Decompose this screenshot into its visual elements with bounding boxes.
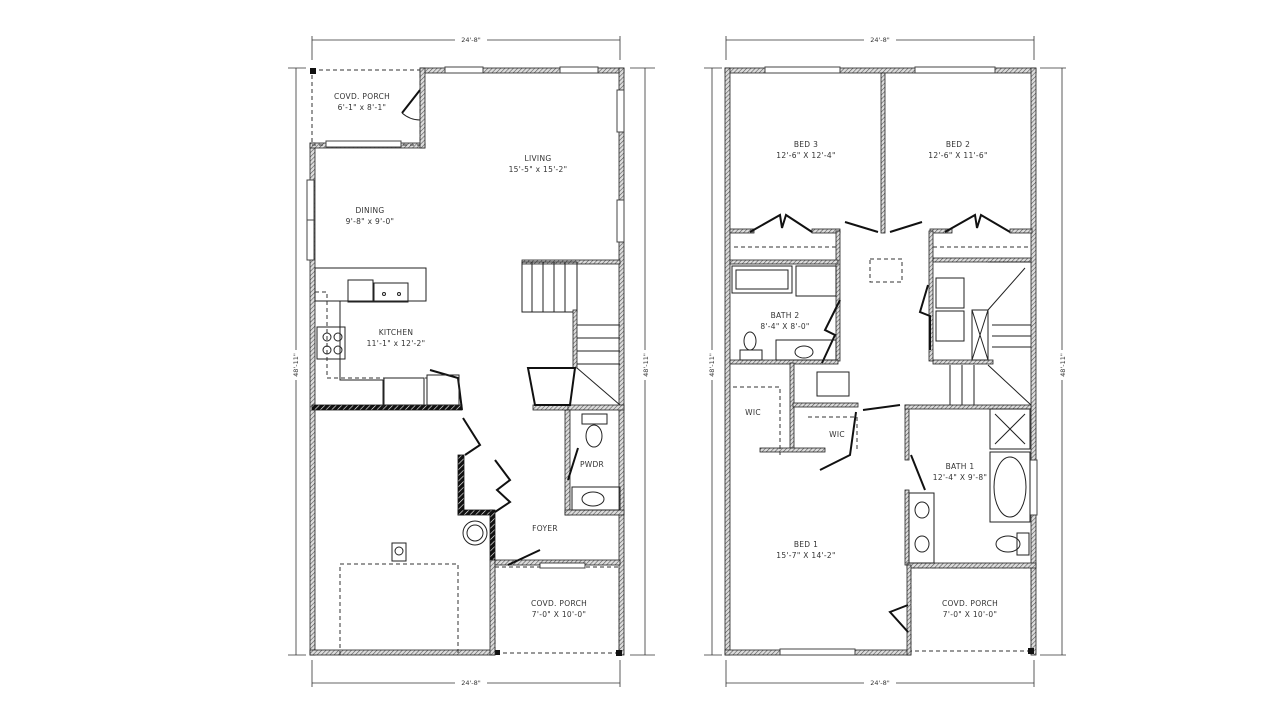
kitchen-name: KITCHEN (379, 328, 414, 337)
powder-fixtures (391, 413, 621, 562)
second-floor-doors (749, 213, 1011, 633)
wic2-name: WIC (829, 430, 845, 439)
first-floor-windows (306, 66, 625, 569)
porch-name: COVD. PORCH (942, 599, 998, 608)
first-floor-stairs (521, 259, 621, 406)
second-floor-width-top: 24'-8" (870, 36, 890, 44)
first-floor-width-top: 24'-8" (461, 36, 481, 44)
bath2-name: BATH 2 (771, 311, 800, 320)
first-floor-dimensions: 24'-8" 24'-8" 48'-11" 48'-11" (288, 36, 655, 687)
garage-door-outline (339, 563, 459, 655)
second-floor-dimensions: 24'-8" 24'-8" 48'-11" 48'-11" (704, 36, 1067, 687)
porch-front-name: COVD. PORCH (531, 599, 587, 608)
bath1-size: 12'-4" X 9'-8" (933, 473, 987, 482)
bed2-name: BED 2 (946, 140, 970, 149)
second-floor-labels: BED 3 12'-6" X 12'-4" BED 2 12'-6" X 11'… (745, 140, 998, 619)
wic1-name: WIC (745, 408, 761, 417)
first-floor-labels: COVD. PORCH 6'-1" x 8'-1" LIVING 15'-5" … (334, 92, 604, 619)
second-floor-depth-left: 48'-11" (708, 353, 716, 377)
kitchen-size: 11'-1" x 12'-2" (367, 339, 426, 348)
second-floor-width-bottom: 24'-8" (870, 679, 890, 687)
second-floor-walls (724, 67, 1037, 656)
second-floor-plan: 24'-8" 24'-8" 48'-11" 48'-11" (704, 36, 1067, 687)
bed2-size: 12'-6" X 11'-6" (928, 151, 987, 160)
bed1-name: BED 1 (794, 540, 818, 549)
bed3-size: 12'-6" X 12'-4" (776, 151, 835, 160)
first-floor-depth-right: 48'-11" (642, 353, 650, 377)
first-floor-walls (309, 67, 625, 656)
second-floor-windows (764, 66, 1038, 656)
powder-name: PWDR (580, 460, 604, 469)
bed3-name: BED 3 (794, 140, 818, 149)
porch-rear-size: 6'-1" x 8'-1" (338, 103, 387, 112)
first-floor-doors (401, 89, 579, 566)
first-floor-plan: 24'-8" 24'-8" 48'-11" 48'-11" (288, 36, 655, 687)
first-floor-depth-left: 48'-11" (292, 353, 300, 377)
porch-front-size: 7'-0" X 10'-0" (532, 610, 586, 619)
dining-size: 9'-8" x 9'-0" (346, 217, 395, 226)
living-name: LIVING (525, 154, 552, 163)
first-floor-width-bottom: 24'-8" (461, 679, 481, 687)
porch-rear-name: COVD. PORCH (334, 92, 390, 101)
bath2-size: 8'-4" X 8'-0" (760, 322, 809, 331)
second-floor-fixtures (731, 246, 1032, 564)
dining-name: DINING (355, 206, 384, 215)
second-floor-depth-right: 48'-11" (1059, 353, 1067, 377)
kitchen-fixtures (314, 267, 460, 408)
porch-size: 7'-0" X 10'-0" (943, 610, 997, 619)
living-size: 15'-5" x 15'-2" (509, 165, 568, 174)
bed1-size: 15'-7" X 14'-2" (776, 551, 835, 560)
bath1-name: BATH 1 (946, 462, 975, 471)
foyer-name: FOYER (532, 524, 558, 533)
